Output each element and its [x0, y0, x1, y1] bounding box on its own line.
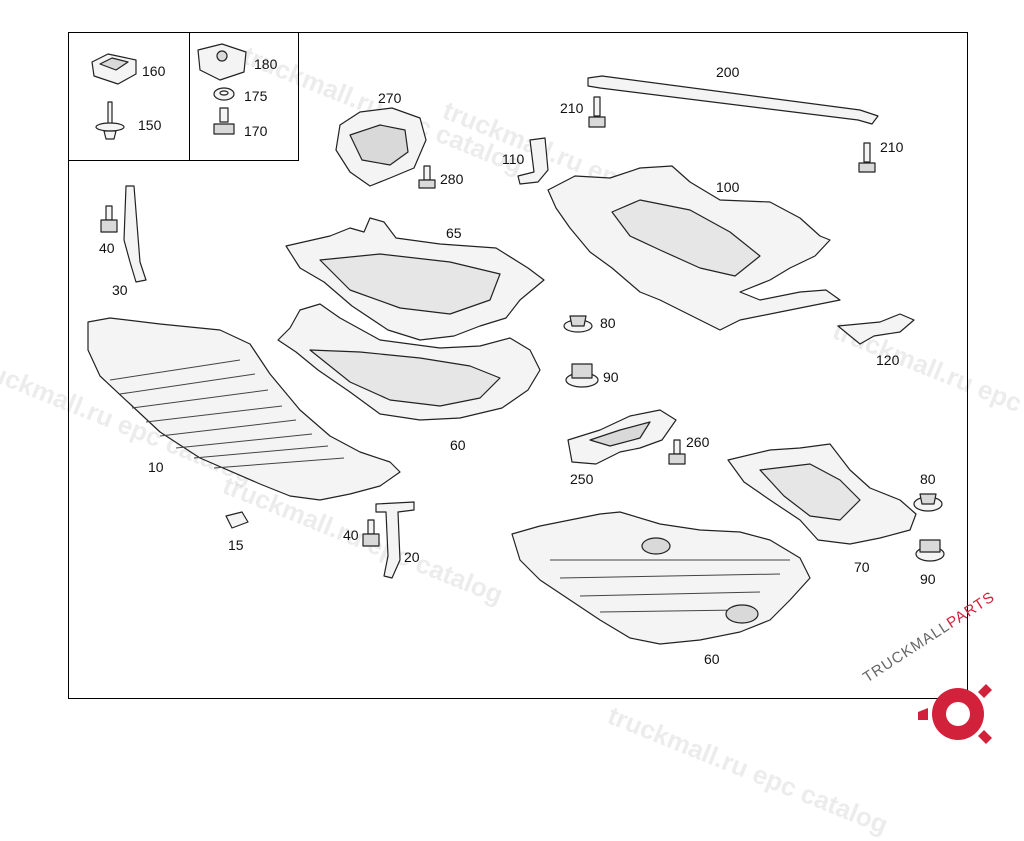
part-15-clip — [225, 511, 249, 529]
part-110-bracket — [517, 137, 549, 185]
callout-65[interactable]: 65 — [446, 225, 462, 241]
inset-divider — [189, 32, 190, 161]
fastener-inset-box — [68, 32, 299, 161]
callout-60-upper[interactable]: 60 — [450, 437, 466, 453]
part-30-stay — [123, 185, 147, 283]
part-60-lower-panel — [511, 511, 811, 645]
callout-70[interactable]: 70 — [854, 559, 870, 575]
callout-260[interactable]: 260 — [686, 434, 710, 450]
callout-15[interactable]: 15 — [228, 537, 244, 553]
callout-90-upper[interactable]: 90 — [603, 369, 619, 385]
callout-60-lower[interactable]: 60 — [704, 651, 720, 667]
callout-80-upper[interactable]: 80 — [600, 315, 616, 331]
callout-30[interactable]: 30 — [112, 282, 128, 298]
callout-150[interactable]: 150 — [138, 117, 162, 133]
callout-270[interactable]: 270 — [378, 90, 402, 106]
part-180-cage-nut — [197, 43, 247, 81]
diagram-frame — [68, 32, 968, 699]
callout-250[interactable]: 250 — [570, 471, 594, 487]
callout-100[interactable]: 100 — [716, 179, 740, 195]
callout-10[interactable]: 10 — [148, 459, 164, 475]
truckmall-logo-icon — [918, 684, 992, 744]
part-210-bolt-right — [863, 142, 871, 163]
callout-80-lower[interactable]: 80 — [920, 471, 936, 487]
part-10-front-panel — [87, 317, 401, 501]
callout-160[interactable]: 160 — [142, 63, 166, 79]
callout-90-lower[interactable]: 90 — [920, 571, 936, 587]
callout-175[interactable]: 175 — [244, 88, 268, 104]
part-150-pushpin — [107, 101, 113, 125]
callout-180[interactable]: 180 — [254, 56, 278, 72]
part-260-bolt — [673, 439, 681, 455]
part-170-bolt — [219, 107, 229, 123]
callout-200[interactable]: 200 — [716, 64, 740, 80]
callout-40-lower[interactable]: 40 — [343, 527, 359, 543]
callout-280[interactable]: 280 — [440, 171, 464, 187]
callout-40-upper[interactable]: 40 — [99, 240, 115, 256]
part-40-bolt-lower — [367, 519, 375, 535]
callout-210-left[interactable]: 210 — [560, 100, 584, 116]
part-20-bracket — [375, 501, 415, 579]
callout-210-right[interactable]: 210 — [880, 139, 904, 155]
callout-110[interactable]: 110 — [502, 151, 525, 167]
callout-120[interactable]: 120 — [876, 352, 900, 368]
part-280-bolt — [423, 165, 431, 181]
part-210-bolt-left — [593, 96, 601, 117]
part-40-bolt-upper — [105, 205, 113, 221]
part-120-bracket — [837, 313, 915, 345]
part-200-strut — [587, 75, 879, 125]
callout-170[interactable]: 170 — [244, 123, 268, 139]
parts-diagram — [87, 43, 945, 645]
callout-20[interactable]: 20 — [404, 549, 420, 565]
